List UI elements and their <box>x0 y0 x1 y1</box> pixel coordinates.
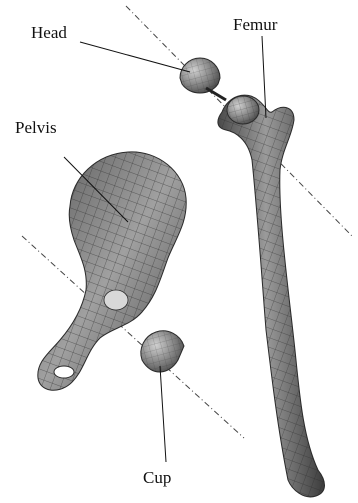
head-label: Head <box>31 24 67 41</box>
femur-label: Femur <box>233 16 277 33</box>
femur-model <box>218 95 325 497</box>
cup-label: Cup <box>143 469 171 486</box>
acetabular-cup-model <box>141 331 184 372</box>
pelvis-label: Pelvis <box>15 119 57 136</box>
cup-leader-line <box>160 366 166 462</box>
implant-head-model <box>180 58 226 100</box>
head-leader-line <box>80 42 190 72</box>
